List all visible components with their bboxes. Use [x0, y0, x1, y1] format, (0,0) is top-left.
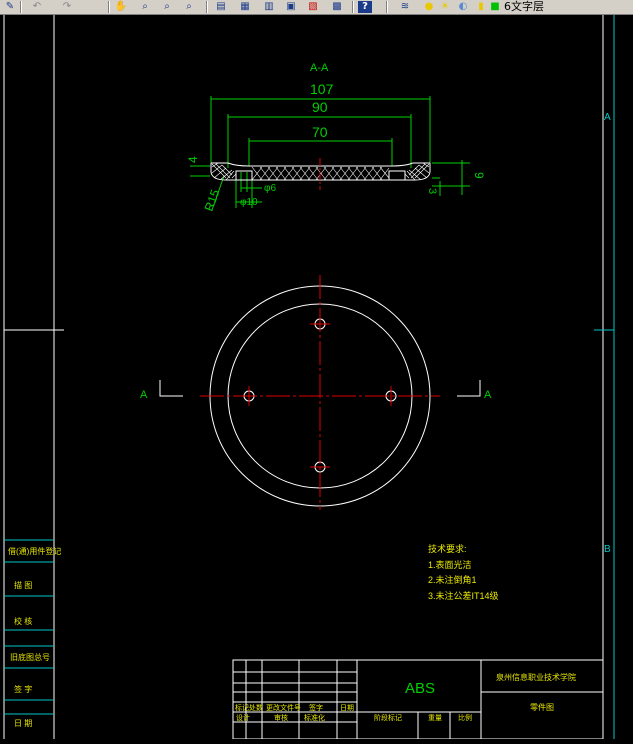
help-icon[interactable]: ?: [358, 1, 372, 13]
calculator-icon[interactable]: ▩: [332, 1, 342, 12]
dimension-phi6: φ6: [264, 183, 276, 194]
dimension-lines: [190, 96, 470, 211]
note-item: 1.表面光洁: [428, 559, 472, 570]
toolbar-separator: [386, 1, 388, 13]
pan-icon[interactable]: ✋: [114, 1, 128, 12]
left-strip-label: 校 核: [14, 616, 32, 626]
note-item: 3.未注公差IT14级: [428, 590, 499, 601]
properties-icon[interactable]: ▤: [216, 1, 226, 12]
title-bottom-label: 审核: [274, 713, 288, 722]
dimension-90: 90: [312, 99, 328, 115]
zoom-previous-icon[interactable]: ⌕: [186, 1, 192, 12]
sheet-set-icon[interactable]: ▣: [286, 1, 296, 12]
section-hatching: [211, 162, 430, 181]
drawing-name: 零件图: [530, 702, 554, 712]
drawing-canvas[interactable]: A B 借(通)用件登记 描 图 校 核 旧底图总号 签 字 日 期 A-A: [0, 15, 633, 740]
zoom-window-icon[interactable]: ⌕: [164, 1, 170, 12]
section-label: A-A: [310, 62, 329, 74]
cad-drawing: A B 借(通)用件登记 描 图 校 核 旧底图总号 签 字 日 期 A-A: [3, 15, 615, 740]
title-block: [232, 659, 604, 740]
title-sign-label: 重量: [428, 714, 442, 722]
dimension-4: 4: [186, 156, 200, 163]
cut-marker-right: A: [484, 389, 492, 401]
zone-marker-a: A: [604, 112, 611, 123]
title-row-label: 处数: [249, 703, 263, 712]
cad-toolbar: ✎ ↶ ↷ ✋ ⌕ ⌕ ⌕ ▤ ▦ ▥ ▣ ▧ ▩ ? ≋ ● ☀ ◐ ▮ ■ …: [0, 0, 633, 15]
title-row-label: 更改文件号: [266, 703, 301, 712]
title-bottom-label: 设计: [236, 713, 250, 722]
left-strip-label: 旧底图总号: [10, 652, 50, 662]
design-center-icon[interactable]: ▦: [240, 1, 250, 12]
dimension-3: 3: [426, 188, 438, 194]
title-row-label: 签字: [309, 703, 323, 712]
tool-palette-icon[interactable]: ▥: [264, 1, 274, 12]
lightbulb-icon[interactable]: ●: [424, 1, 434, 12]
frame-cyan-lines: [4, 15, 615, 739]
cut-marker-left: A: [140, 389, 148, 401]
dimension-r15: R15: [202, 187, 223, 213]
sun-icon[interactable]: ☀: [440, 1, 450, 12]
material-label: ABS: [405, 680, 435, 697]
dimension-9: 9: [472, 172, 486, 179]
lock-icon[interactable]: ▮: [478, 1, 484, 12]
title-bottom-label: 标准化: [304, 713, 325, 722]
plan-centerlines: [200, 275, 440, 510]
title-row-label: 日期: [340, 704, 354, 712]
toolbar-separator: [108, 1, 110, 13]
left-strip-label: 借(通)用件登记: [8, 546, 61, 556]
left-strip-label: 签 字: [14, 684, 32, 694]
note-item: 2.未注倒角1: [428, 574, 477, 585]
title-row-label: 标记: [235, 703, 249, 712]
dimension-107: 107: [310, 81, 334, 97]
school-name: 泉州信息职业技术学院: [496, 672, 576, 682]
dimension-70: 70: [312, 124, 328, 140]
markup-icon[interactable]: ▧: [308, 1, 318, 12]
zone-marker-b: B: [604, 544, 611, 555]
title-block-row-labels: 标记 处数 更改文件号 签字 日期 设计 审核 标准化 阶段标记 重量 比例: [235, 703, 472, 722]
zoom-realtime-icon[interactable]: ⌕: [142, 1, 148, 12]
toolbar-separator: [206, 1, 208, 13]
title-sign-label: 阶段标记: [374, 713, 402, 722]
title-sign-label: 比例: [458, 713, 472, 722]
freeze-icon[interactable]: ◐: [458, 1, 468, 12]
left-strip-label: 日 期: [14, 719, 32, 728]
color-icon[interactable]: ■: [490, 1, 500, 12]
technical-notes: 技术要求: 1.表面光洁 2.未注倒角1 3.未注公差IT14级: [428, 543, 499, 601]
redo-icon[interactable]: ↷: [62, 1, 72, 12]
dimension-phi10: φ10: [240, 197, 258, 208]
undo-icon[interactable]: ↶: [32, 1, 42, 12]
toolbar-separator: [352, 1, 354, 13]
notes-heading: 技术要求:: [428, 543, 467, 554]
left-strip-label: 描 图: [14, 580, 32, 590]
pencil-icon[interactable]: ✎: [5, 1, 15, 12]
current-layer-name[interactable]: 6文字层: [504, 0, 544, 13]
toolbar-separator: [20, 1, 22, 13]
layer-manager-icon[interactable]: ≋: [400, 1, 410, 12]
drawing-frame: [3, 15, 604, 739]
left-strip-labels: 借(通)用件登记 描 图 校 核 旧底图总号 签 字 日 期: [8, 546, 61, 728]
